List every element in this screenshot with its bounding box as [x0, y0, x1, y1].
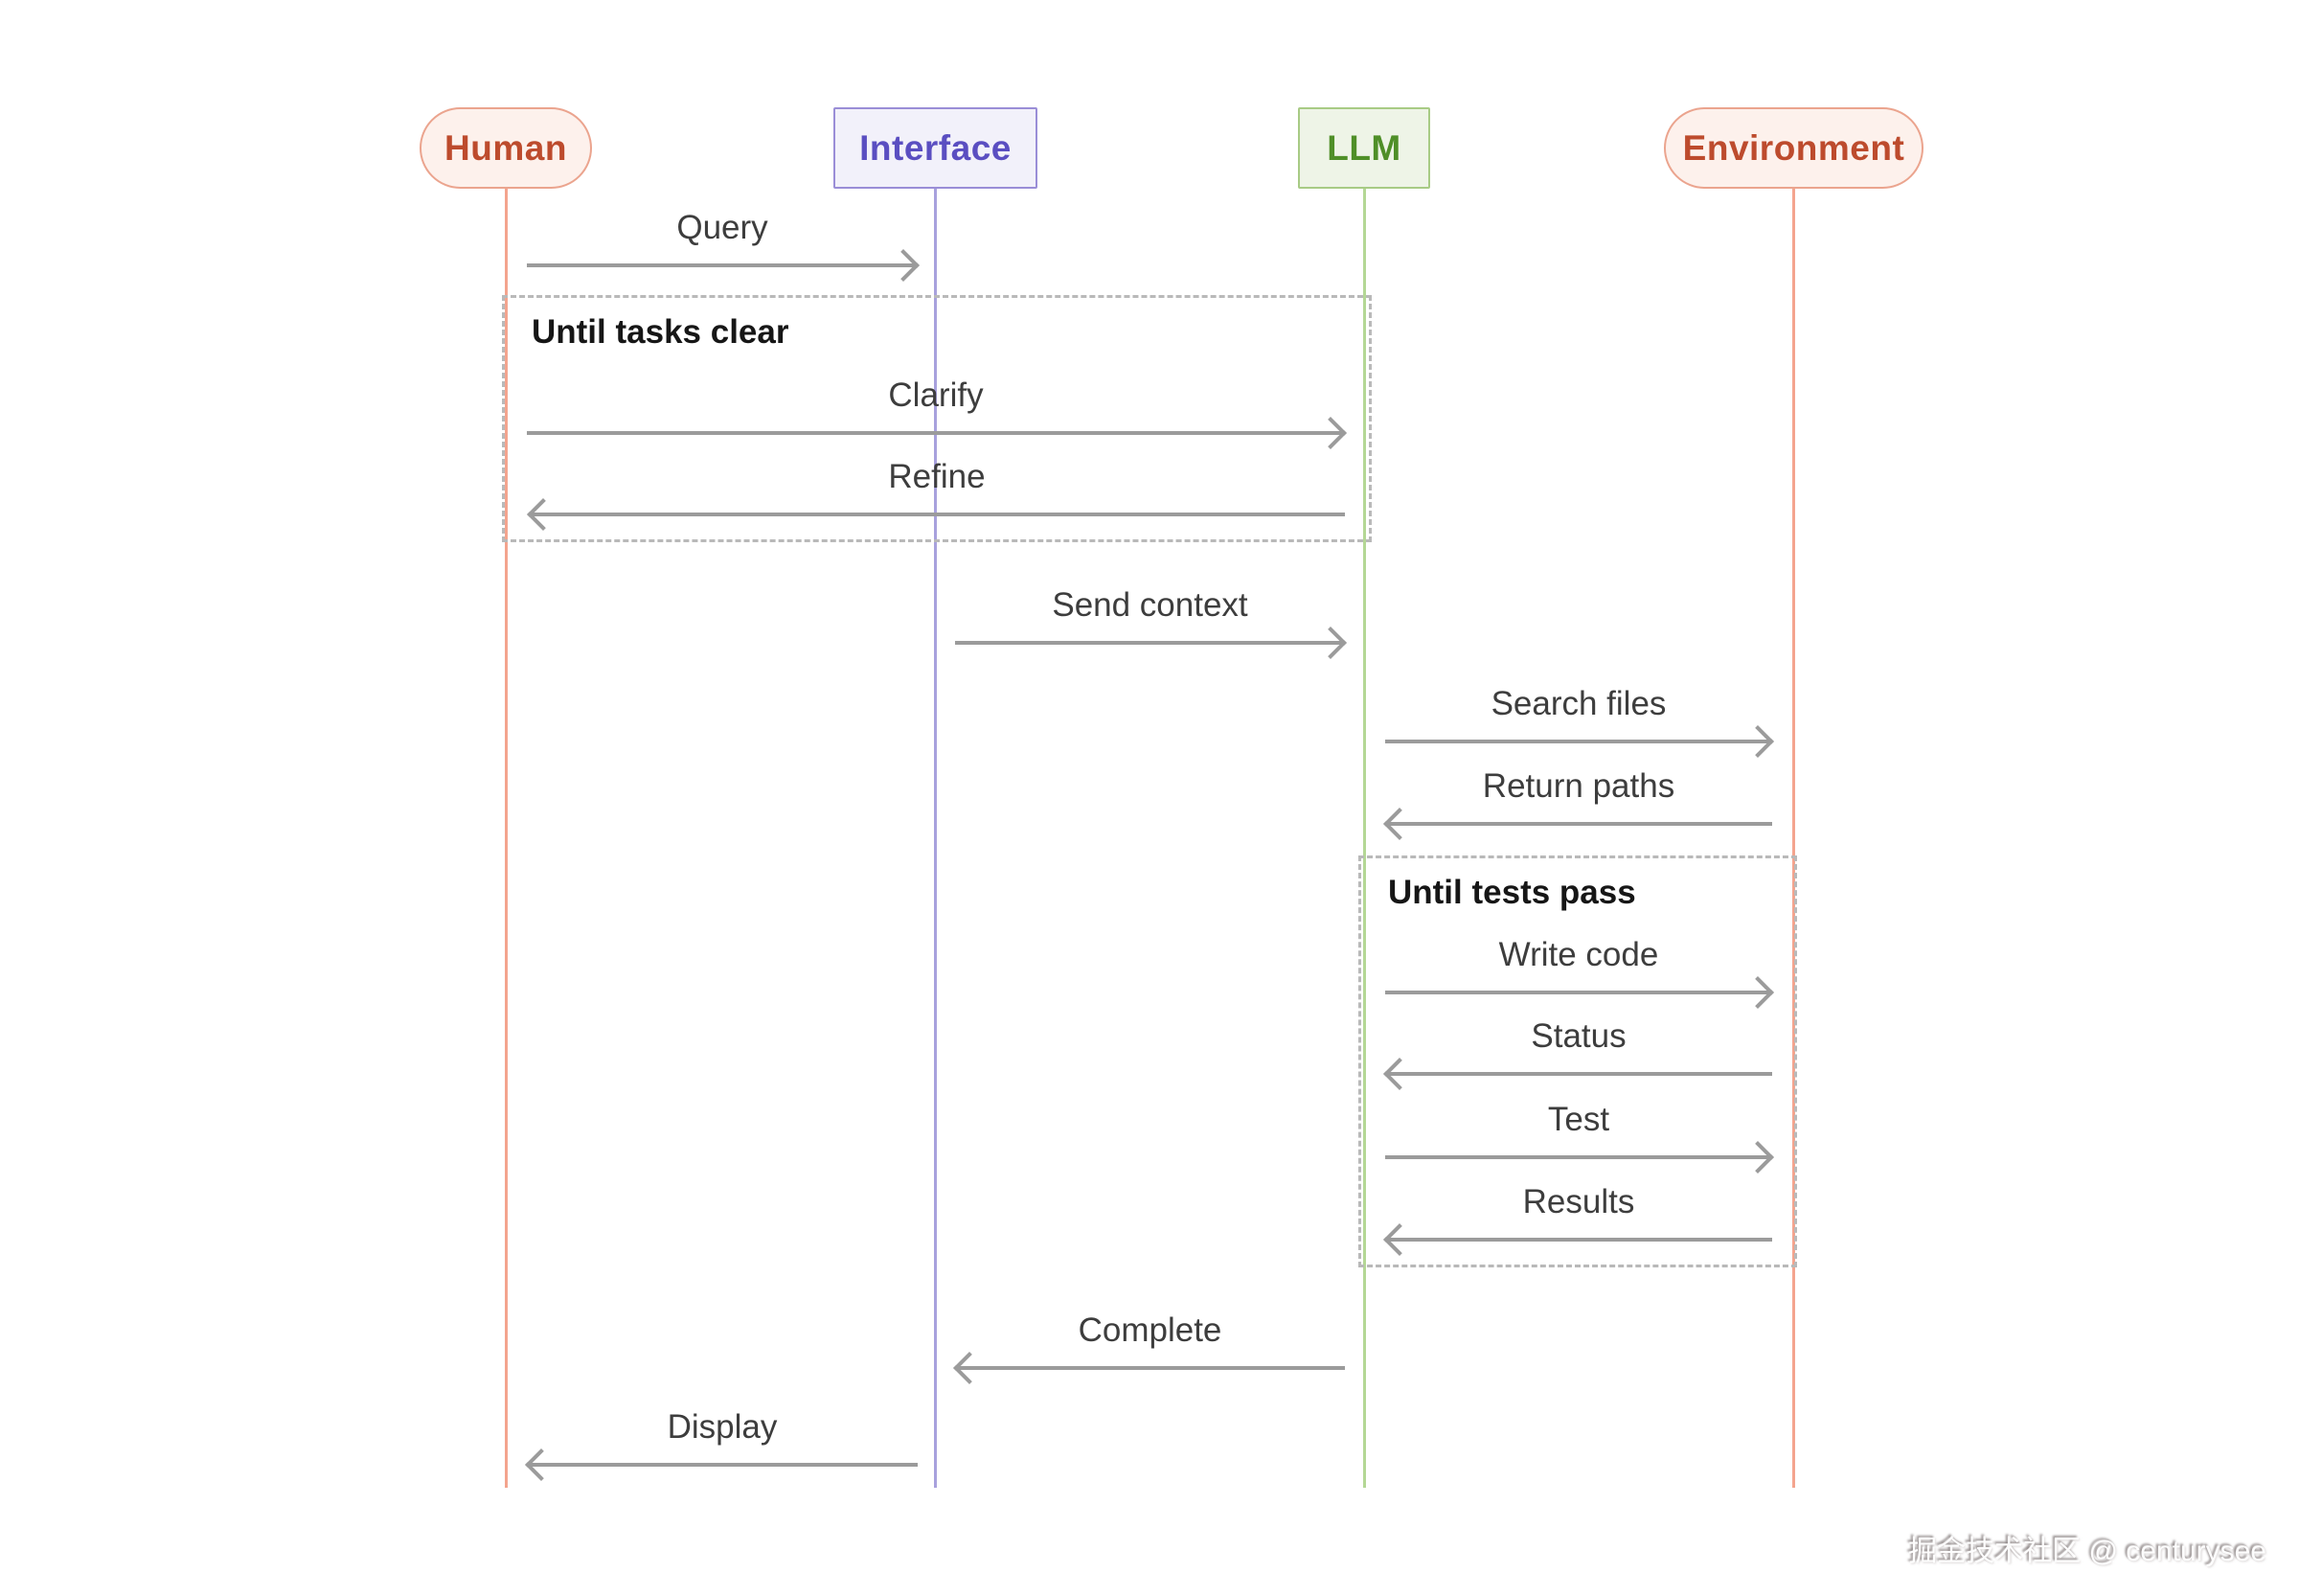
message-search-files-label: Search files	[1491, 685, 1667, 722]
message-complete-arrow	[953, 1352, 1345, 1384]
message-clarify-label: Clarify	[888, 376, 984, 414]
watermark: 掘金技术社区 @ centurysee	[1908, 1536, 2266, 1567]
actor-human: Human	[420, 107, 592, 189]
loop-until-tasks-clear-title: Until tasks clear	[532, 313, 789, 351]
message-search-files: Search files	[1385, 684, 1774, 758]
message-search-files-arrow	[1385, 725, 1774, 758]
actor-environment-label: Environment	[1682, 127, 1905, 168]
arrow-right-icon	[887, 249, 920, 282]
arrow-left-icon	[525, 1448, 558, 1481]
message-display: Display	[525, 1407, 918, 1481]
message-results-label: Results	[1522, 1183, 1635, 1220]
message-refine-label: Refine	[888, 458, 986, 495]
message-return-paths-arrow	[1383, 808, 1772, 840]
message-query: Query	[527, 208, 920, 282]
message-query-label: Query	[676, 209, 768, 246]
actor-interface: Interface	[833, 107, 1037, 189]
message-write-code: Write code	[1385, 935, 1774, 1009]
message-refine: Refine	[527, 457, 1345, 531]
actor-interface-label: Interface	[859, 127, 1012, 168]
arrow-right-icon	[1741, 725, 1774, 758]
message-send-context-label: Send context	[1052, 586, 1248, 624]
arrow-right-icon	[1314, 627, 1347, 659]
message-status: Status	[1383, 1016, 1772, 1090]
message-write-code-arrow	[1385, 976, 1774, 1009]
message-write-code-label: Write code	[1498, 936, 1659, 973]
message-send-context-arrow	[955, 627, 1347, 659]
message-return-paths: Return paths	[1383, 766, 1772, 840]
lifeline-llm	[1363, 189, 1366, 1488]
message-test-label: Test	[1547, 1101, 1610, 1138]
message-status-label: Status	[1531, 1017, 1627, 1055]
message-results-arrow	[1383, 1223, 1772, 1256]
actor-human-label: Human	[444, 127, 567, 168]
loop-until-tests-pass-title: Until tests pass	[1388, 874, 1636, 911]
message-test-arrow	[1385, 1141, 1774, 1174]
message-clarify: Clarify	[527, 376, 1347, 449]
arrow-left-icon	[1383, 808, 1416, 840]
message-send-context: Send context	[955, 585, 1347, 659]
lifeline-environment	[1792, 189, 1795, 1488]
loop-until-tasks-clear: Until tasks clear	[502, 295, 1372, 542]
message-complete: Complete	[953, 1311, 1345, 1384]
loop-until-tests-pass: Until tests pass	[1358, 855, 1797, 1267]
message-results: Results	[1383, 1182, 1772, 1256]
message-query-arrow	[527, 249, 920, 282]
arrow-left-icon	[953, 1352, 986, 1384]
actor-llm: LLM	[1298, 107, 1430, 189]
message-clarify-arrow	[527, 417, 1347, 449]
message-display-label: Display	[667, 1408, 778, 1446]
message-status-arrow	[1383, 1058, 1772, 1090]
message-refine-arrow	[527, 498, 1345, 531]
actor-environment: Environment	[1664, 107, 1923, 189]
message-test: Test	[1385, 1100, 1774, 1174]
message-return-paths-label: Return paths	[1482, 767, 1675, 805]
message-complete-label: Complete	[1078, 1311, 1222, 1349]
message-display-arrow	[525, 1448, 918, 1481]
lifeline-human	[505, 189, 508, 1488]
actor-llm-label: LLM	[1327, 127, 1401, 168]
lifeline-interface	[934, 189, 937, 1488]
